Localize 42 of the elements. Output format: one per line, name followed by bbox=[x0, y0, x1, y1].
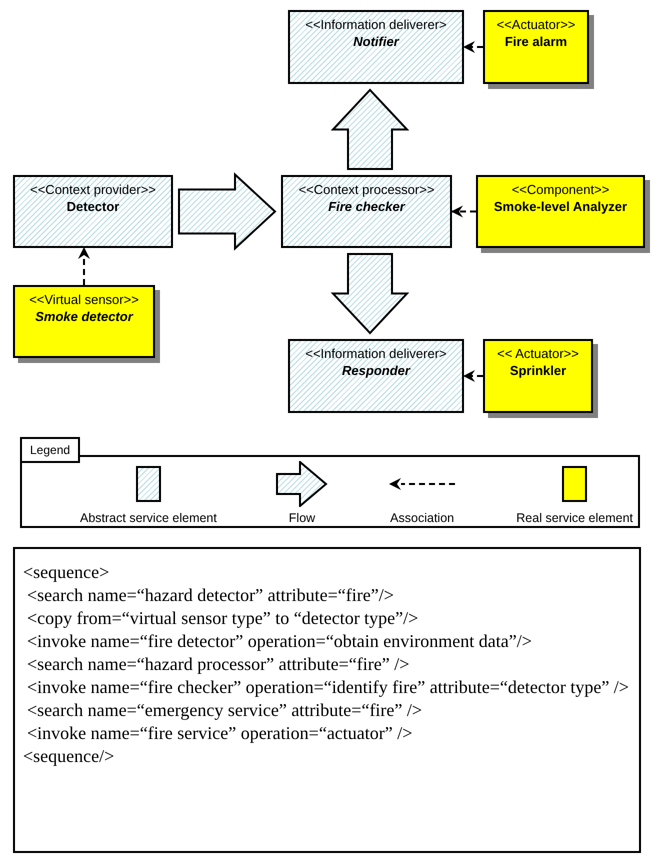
association-arrow bbox=[463, 370, 483, 382]
abstract-service-box bbox=[288, 339, 464, 413]
abstract-service-box bbox=[13, 175, 173, 248]
xml-code-panel bbox=[13, 547, 641, 853]
stereotype-label: <<Context processor>> bbox=[298, 181, 434, 198]
legend-title: Legend bbox=[20, 437, 80, 463]
code-line: <search name=“hazard processor” attribute=“fire” /> bbox=[26, 653, 410, 676]
element-name: Sprinkler bbox=[510, 362, 566, 379]
stereotype-label: <<Information deliverer> bbox=[305, 345, 447, 362]
association-arrow bbox=[463, 41, 483, 53]
stereotype-label: <<Information deliverer> bbox=[305, 16, 447, 33]
association-arrow bbox=[78, 247, 90, 285]
element-name: Notifier bbox=[353, 33, 399, 50]
element-name: Responder bbox=[342, 362, 410, 379]
legend-label: Real service element bbox=[516, 510, 633, 526]
code-line: <sequence/> bbox=[23, 745, 116, 768]
element-name: Smoke-level Analyzer bbox=[494, 198, 628, 215]
stereotype-label: << Actuator>> bbox=[497, 345, 579, 362]
stereotype-label: <<Component>> bbox=[512, 181, 610, 198]
code-line: <invoke name=“fire detector” operation=“obtain environment data”/> bbox=[26, 630, 533, 653]
stereotype-label: <<Context provider>> bbox=[30, 181, 156, 198]
abstract-service-box bbox=[288, 10, 464, 84]
flow-arrow bbox=[330, 253, 410, 334]
flow-arrow bbox=[330, 88, 410, 170]
legend-label: Abstract service element bbox=[80, 510, 217, 526]
element-name: Smoke detector bbox=[35, 308, 133, 325]
code-line: <invoke name=“fire service” operation=“actuator” /> bbox=[26, 722, 414, 745]
association-arrow bbox=[451, 206, 476, 218]
element-name: Detector bbox=[66, 198, 120, 215]
stereotype-label: <<Actuator>> bbox=[496, 16, 576, 33]
element-name: Fire alarm bbox=[504, 33, 568, 50]
legend-label: Association bbox=[390, 510, 454, 526]
abstract-service-box bbox=[281, 175, 452, 248]
code-line: <search name=“emergency service” attribute=“fire” /> bbox=[26, 699, 424, 722]
code-line: <copy from=“virtual sensor type” to “detector type”/> bbox=[26, 607, 420, 630]
stereotype-label: <<Virtual sensor>> bbox=[29, 291, 139, 308]
code-line: <search name=“hazard detector” attribute=“fire”/> bbox=[26, 584, 395, 607]
element-name: Fire checker bbox=[328, 198, 405, 215]
code-line: <invoke name=“fire checker” operation=“identify fire” attribute=“detector type” /> bbox=[26, 676, 630, 699]
code-line: <sequence> bbox=[23, 561, 110, 584]
legend-label: Flow bbox=[288, 510, 316, 526]
flow-arrow bbox=[178, 172, 276, 251]
